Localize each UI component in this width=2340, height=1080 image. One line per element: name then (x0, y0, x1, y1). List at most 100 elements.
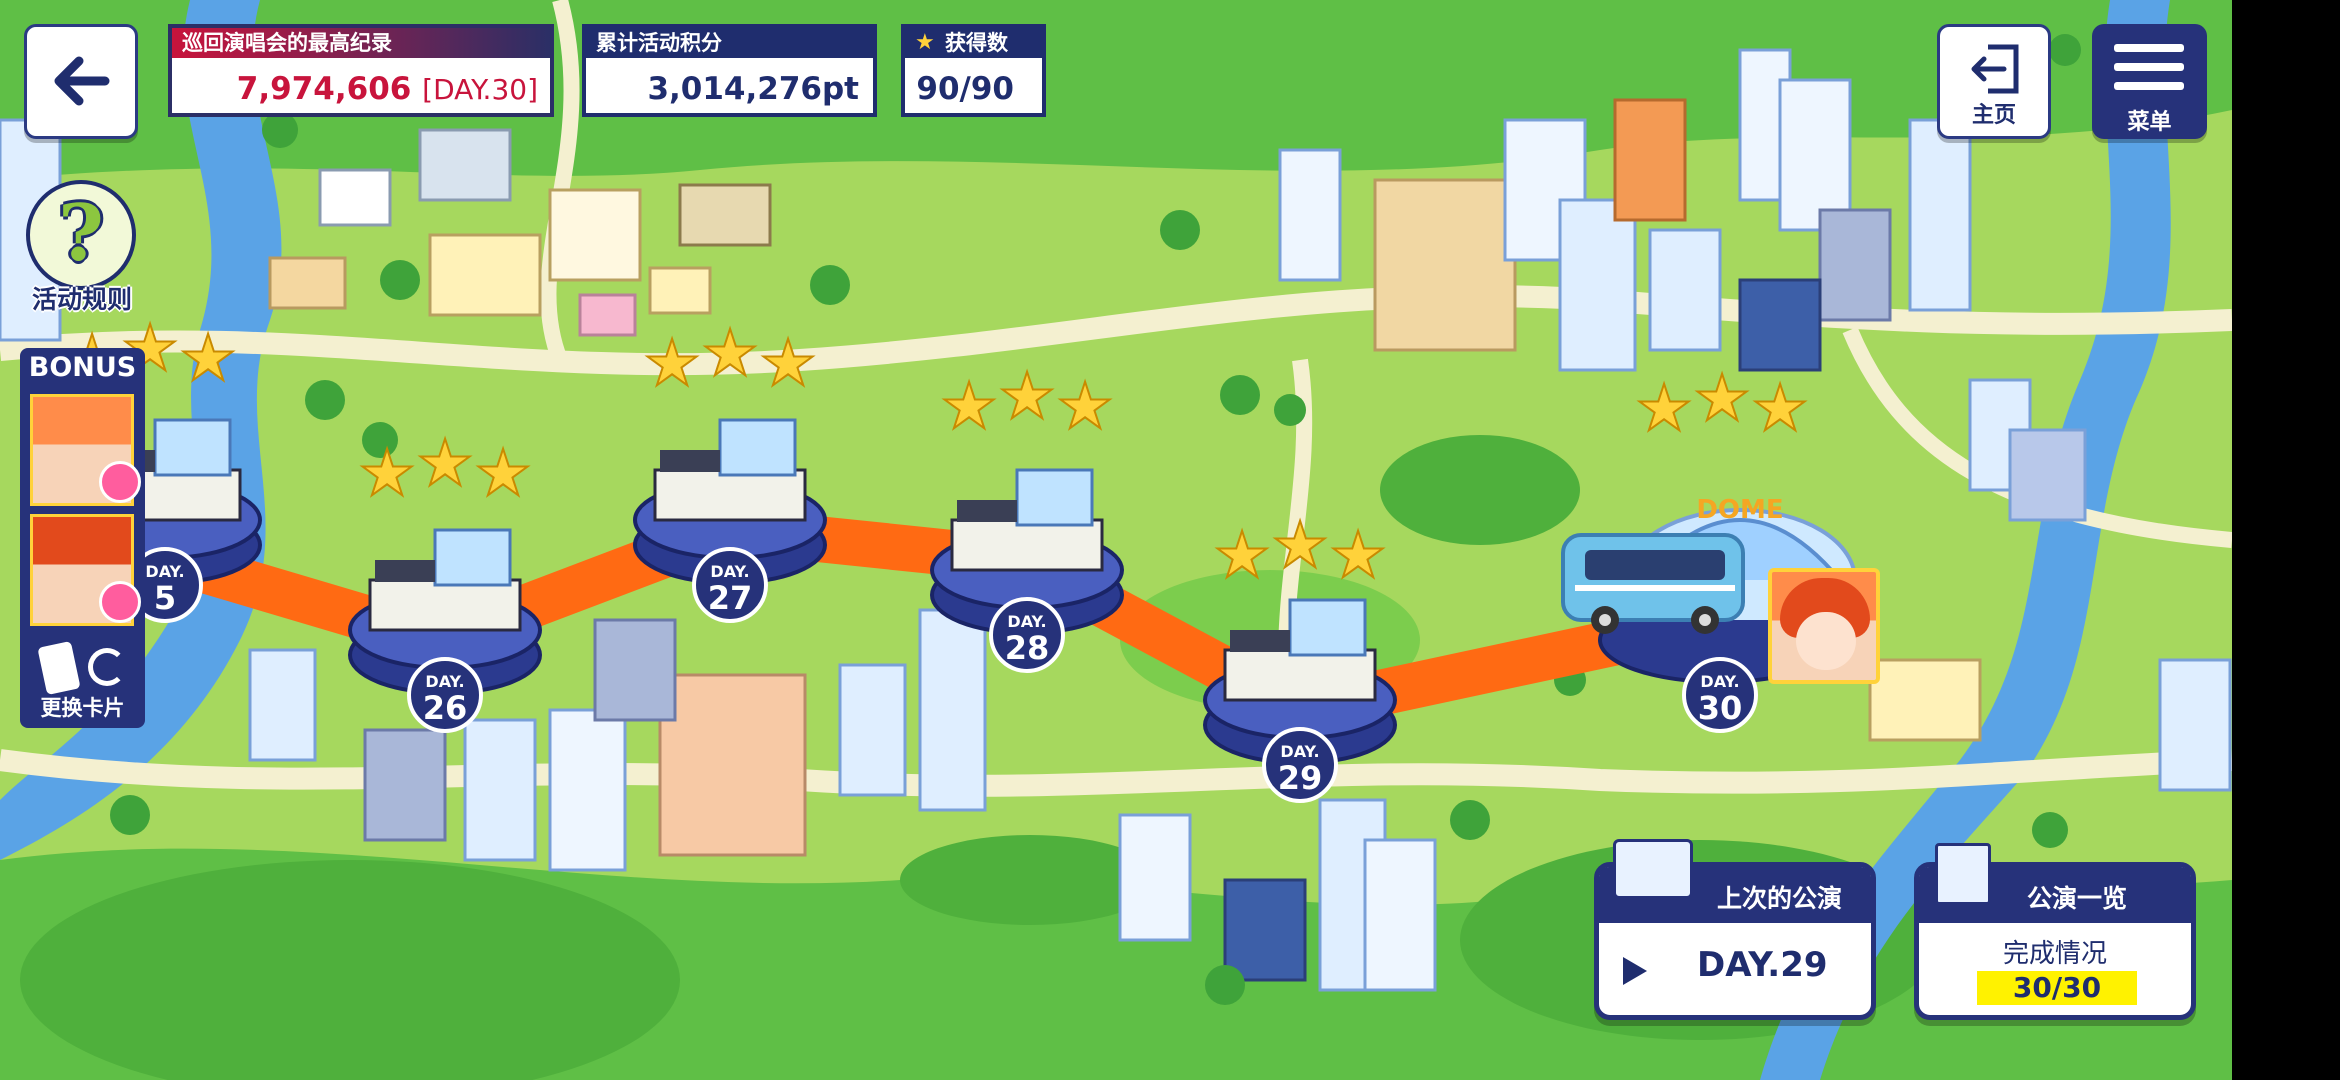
bonus-card-1[interactable] (30, 394, 141, 506)
screen-edge-bar (2232, 0, 2340, 1080)
rating-star-icon: ★ (358, 437, 415, 511)
rating-star-icon: ★ (1213, 519, 1270, 593)
hamburger-icon (2114, 44, 2184, 90)
day-node-layer: DAY.5★★★DAY.26★★★DAY.27★★★DAY.28★★★DAY.2… (62, 311, 1842, 803)
stars-value: 90/90 (916, 71, 1014, 107)
rating-star-icon: ★ (474, 437, 531, 511)
record-day: [DAY.30] (422, 73, 538, 106)
event-rules-label: 活动规则 (31, 285, 132, 314)
dome-sign: DOME (1696, 495, 1783, 525)
rating-star-icon: ★ (759, 327, 816, 401)
day-badge-number: 28 (1005, 629, 1050, 667)
bonus-badge-2 (99, 581, 141, 623)
last-performance-day: DAY.29 (1697, 945, 1828, 985)
venue-glass-tower (153, 418, 232, 477)
last-performance-panel[interactable]: 上次的公演 DAY.29 (1594, 839, 1876, 1020)
list-doc-icon (1935, 843, 1991, 905)
rating-star-icon: ★ (1271, 509, 1328, 583)
day-badge-number: 27 (708, 579, 753, 617)
rating-star-icon: ★ (940, 370, 997, 444)
venue-building (1223, 648, 1377, 702)
rating-star-icon: ★ (1693, 362, 1750, 436)
day-node-28[interactable]: DAY.28★★★ (930, 359, 1124, 673)
record-score: 7,974,606 (236, 71, 412, 107)
completion-label: 完成情况 (2002, 939, 2107, 969)
change-cards-button[interactable]: 更换卡片 (20, 638, 145, 726)
rating-star-icon: ★ (179, 322, 236, 396)
day-badge-number: 26 (423, 689, 468, 727)
menu-button[interactable]: 菜单 (2092, 24, 2207, 139)
points-title: 累计活动积分 (586, 28, 873, 58)
points-panel: 累计活动积分 3,014,276pt (582, 24, 877, 117)
rating-star-icon: ★ (998, 360, 1055, 434)
rating-star-icon: ★ (1751, 372, 1808, 446)
event-map: DAY.5★★★DAY.26★★★DAY.27★★★DAY.28★★★DAY.2… (0, 0, 2232, 1080)
completion-value: 30/30 (1977, 971, 2137, 1005)
home-button[interactable]: 主页 (1937, 24, 2051, 139)
venue-building (368, 578, 522, 632)
day-badge-number: 29 (1278, 759, 1323, 797)
performance-list-title: 公演一览 (2027, 884, 2128, 913)
venue-glass-tower (1288, 598, 1367, 657)
rating-star-icon: ★ (1329, 519, 1386, 593)
venue-roof (660, 450, 720, 472)
play-icon (1623, 957, 1647, 985)
venue-building (653, 468, 807, 522)
venue-roof (1230, 630, 1290, 652)
exit-icon (1971, 44, 2019, 94)
tour-bus (1561, 533, 1745, 634)
rating-star-icon: ★ (701, 317, 758, 391)
back-arrow-icon (54, 56, 110, 106)
day-node-29[interactable]: DAY.29★★★ (1203, 508, 1397, 803)
day-badge (1682, 657, 1758, 733)
last-performance-title: 上次的公演 (1717, 884, 1843, 913)
bonus-badge-1 (99, 461, 141, 503)
venue-glass-tower (718, 418, 797, 477)
rating-star-icon: ★ (1635, 372, 1692, 446)
day-badge-prefix: DAY. (710, 562, 749, 581)
character-avatar[interactable] (1768, 568, 1880, 684)
avatar-face (1796, 612, 1856, 670)
day-badge-prefix: DAY. (1280, 742, 1319, 761)
rating-star-icon: ★ (1056, 370, 1113, 444)
venue-roof (375, 560, 435, 582)
venue-glass-tower (433, 528, 512, 587)
venue-building (950, 518, 1104, 572)
record-panel: 巡回演唱会的最高纪录 7,974,606 [DAY.30] (168, 24, 554, 117)
bonus-card-2[interactable] (30, 514, 141, 626)
day-badge-prefix: DAY. (425, 672, 464, 691)
day-badge (407, 657, 483, 733)
day-badge-prefix: DAY. (1700, 672, 1739, 691)
bonus-panel: BONUS 更换卡片 (20, 348, 145, 728)
menu-label: 菜单 (2127, 110, 2172, 135)
day-badge-prefix: DAY. (145, 562, 184, 581)
stars-title: 获得数 (945, 31, 1008, 55)
stars-panel: ★ 获得数 90/90 (901, 24, 1046, 117)
day-badge (1262, 727, 1338, 803)
day-badge-number: 5 (154, 579, 176, 617)
refresh-icon (88, 648, 126, 686)
stars-header: ★ 获得数 (905, 28, 1042, 58)
performance-list-panel[interactable]: 公演一览 完成情况 30/30 (1914, 843, 2196, 1020)
event-rules-button[interactable]: ? 活动规则 (22, 180, 142, 314)
rating-star-icon: ★ (416, 427, 473, 501)
venue-glass-tower (1015, 468, 1094, 527)
question-icon: ? (26, 180, 136, 290)
venue-roof (957, 500, 1017, 522)
rating-star-icon: ★ (643, 327, 700, 401)
day-badge (692, 547, 768, 623)
last-performance-header: 上次的公演 (1599, 839, 1871, 923)
day-node-27[interactable]: DAY.27★★★ (633, 316, 827, 623)
home-label: 主页 (1971, 103, 2016, 128)
day-badge (989, 597, 1065, 673)
star-icon: ★ (915, 30, 935, 55)
day-node-26[interactable]: DAY.26★★★ (348, 426, 542, 733)
day-badge-number: 30 (1698, 689, 1743, 727)
points-value: 3,014,276pt (647, 71, 859, 107)
record-value: 7,974,606 [DAY.30] (237, 71, 538, 107)
day-badge-prefix: DAY. (1007, 612, 1046, 631)
card-swap-icon (37, 640, 81, 696)
back-button[interactable] (24, 24, 138, 139)
performance-list-header: 公演一览 (1919, 843, 2191, 923)
record-title: 巡回演唱会的最高纪录 (172, 28, 550, 58)
